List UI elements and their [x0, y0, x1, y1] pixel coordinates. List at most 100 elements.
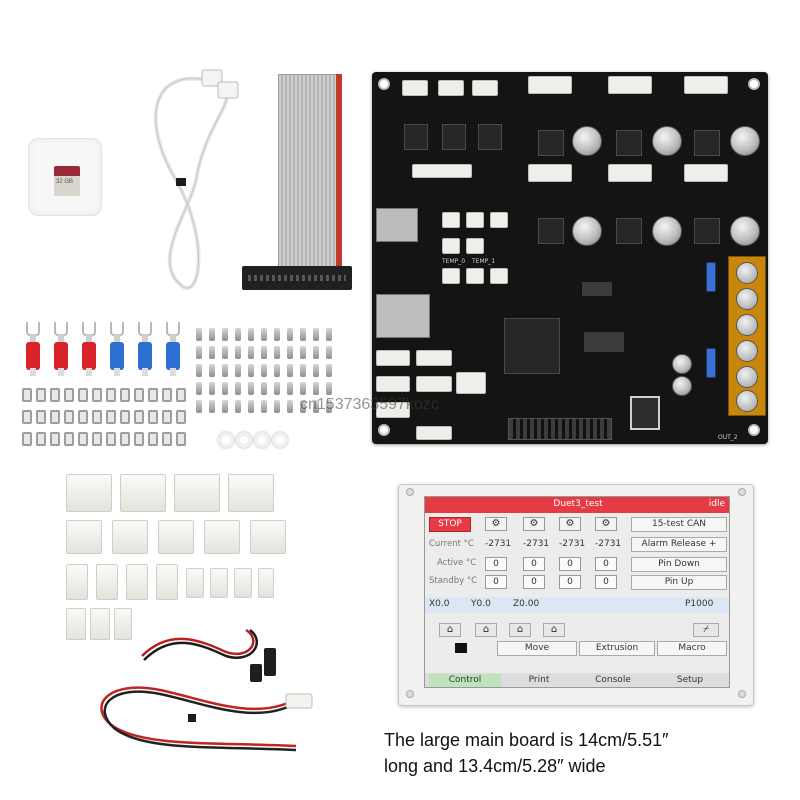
fork-terminal	[26, 322, 40, 378]
capacitor	[672, 376, 692, 396]
fork-terminal	[110, 322, 124, 378]
tab-control[interactable]: Control	[429, 674, 501, 687]
home-z-icon[interactable]: ⌂	[543, 623, 565, 637]
crimp-pin	[313, 364, 319, 377]
current-temp-value: -2731	[595, 539, 622, 549]
terminal-screw	[736, 262, 758, 284]
crimp-terminal	[134, 432, 144, 446]
tab-print[interactable]: Print	[528, 675, 550, 685]
standby-temp-input[interactable]: 0	[559, 575, 581, 589]
crimp-terminal	[22, 410, 32, 424]
fork-sleeve	[138, 342, 152, 370]
active-temp-input[interactable]: 0	[523, 557, 545, 571]
connector	[376, 376, 410, 392]
heater-icon[interactable]: ⚙	[559, 517, 581, 531]
crimp-pin	[196, 364, 202, 377]
crimp-pin	[235, 346, 241, 359]
bed-compensation-icon[interactable]: ⌿	[693, 623, 719, 637]
fork-terminal	[54, 322, 68, 378]
crimp-pin	[248, 382, 254, 395]
crimp-pin	[248, 328, 254, 341]
connector-housing	[158, 520, 194, 554]
pin-down-button[interactable]: Pin Down	[631, 557, 727, 572]
move-button[interactable]: Move	[497, 641, 577, 656]
crimp-terminal	[176, 388, 186, 402]
crimp-pin	[222, 382, 228, 395]
home-all-icon[interactable]: ⌂	[439, 623, 461, 637]
terminal-screw	[736, 390, 758, 412]
extrusion-button[interactable]: Extrusion	[579, 641, 655, 656]
connector	[376, 402, 410, 418]
standby-temp-input[interactable]: 0	[485, 575, 507, 589]
crimp-terminal	[162, 432, 172, 446]
crimp-pin	[313, 400, 319, 413]
connector-housing	[156, 564, 178, 600]
current-temp-value: -2731	[485, 539, 512, 549]
fork-wire	[142, 368, 148, 376]
crimp-pin	[313, 328, 319, 341]
fork-terminal	[166, 322, 180, 378]
crimp-pin	[248, 400, 254, 413]
crimp-pin	[326, 346, 332, 359]
crimp-pin	[313, 346, 319, 359]
crimp-terminal	[22, 388, 32, 402]
connector-housing	[186, 568, 204, 598]
motor-connector	[528, 76, 572, 94]
crimp-pin	[235, 382, 241, 395]
mounting-hole	[378, 78, 390, 90]
mounting-hole	[738, 690, 746, 698]
connector-housing	[204, 520, 240, 554]
active-temp-input[interactable]: 0	[485, 557, 507, 571]
standby-temp-input[interactable]: 0	[523, 575, 545, 589]
home-x-icon[interactable]: ⌂	[475, 623, 497, 637]
mounting-hole	[378, 424, 390, 436]
home-y-icon[interactable]: ⌂	[509, 623, 531, 637]
white-phone-cable	[153, 76, 230, 290]
mounting-hole	[406, 690, 414, 698]
connector-housing	[210, 568, 228, 598]
crimp-terminal	[50, 388, 60, 402]
crimp-pin	[248, 346, 254, 359]
terminal-screw	[736, 288, 758, 310]
silk-label: TEMP_1	[472, 258, 496, 265]
heater-icon[interactable]: ⚙	[595, 517, 617, 531]
heater-icon[interactable]: ⚙	[523, 517, 545, 531]
tab-setup[interactable]: Setup	[676, 675, 704, 685]
fork-wire	[86, 368, 92, 376]
stop-button[interactable]: STOP	[429, 517, 471, 532]
fork-wire	[170, 368, 176, 376]
connector	[416, 376, 452, 392]
crimp-terminal	[36, 410, 46, 424]
crimp-pin	[261, 328, 267, 341]
fork-sleeve	[166, 342, 180, 370]
crimp-terminal	[64, 388, 74, 402]
crimp-terminal	[64, 410, 74, 424]
heater-icon[interactable]: ⚙	[485, 517, 507, 531]
mosfet	[442, 124, 466, 150]
crimp-pin	[196, 346, 202, 359]
ribbon-cable	[278, 74, 342, 270]
macro-button[interactable]: Macro	[657, 641, 727, 656]
standby-temp-input[interactable]: 0	[595, 575, 617, 589]
capacitor	[652, 216, 682, 246]
fork-neck	[170, 334, 176, 344]
fork-wire	[58, 368, 64, 376]
active-temp-input[interactable]: 0	[595, 557, 617, 571]
mounting-hole	[748, 424, 760, 436]
stepper-driver	[616, 218, 642, 244]
connector	[472, 80, 498, 96]
crimp-pin	[196, 382, 202, 395]
active-temp-input[interactable]: 0	[559, 557, 581, 571]
alarm-release-button[interactable]: Alarm Release +	[631, 537, 727, 552]
pin-up-button[interactable]: Pin Up	[631, 575, 727, 590]
connector-housing	[126, 564, 148, 600]
fork-sleeve	[26, 342, 40, 370]
crimp-terminal	[134, 388, 144, 402]
crimp-terminal	[176, 432, 186, 446]
tool-button[interactable]: 15-test CAN	[631, 517, 727, 532]
crimp-terminal	[50, 432, 60, 446]
crimp-terminal	[92, 410, 102, 424]
crimp-terminal	[36, 432, 46, 446]
tab-console[interactable]: Console	[595, 675, 631, 685]
washer	[272, 432, 288, 448]
